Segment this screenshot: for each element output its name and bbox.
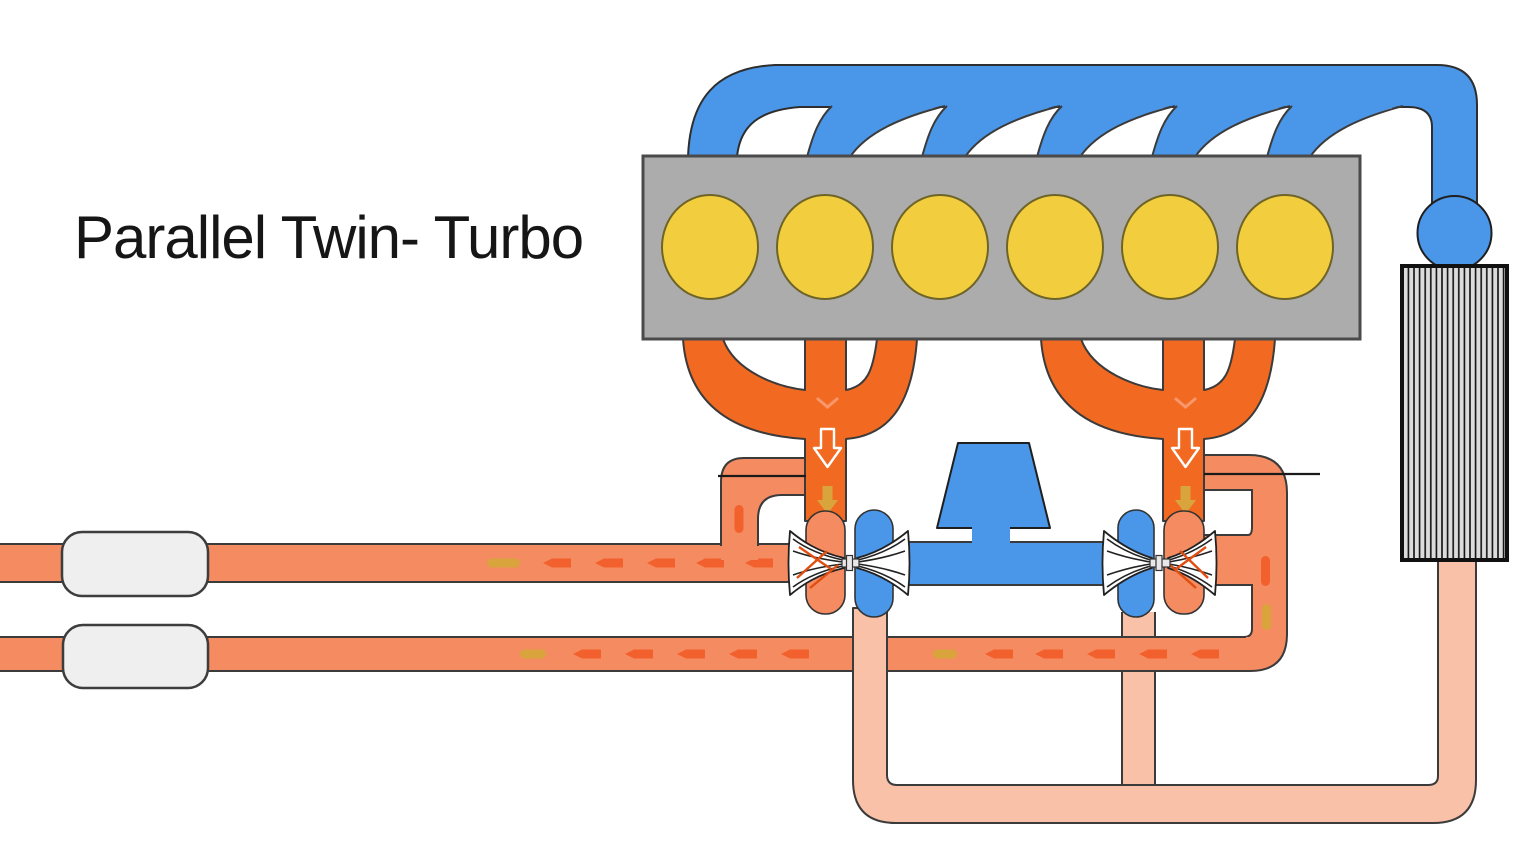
- left-turbo-shaft: [841, 554, 860, 572]
- intercooler-inlet-bulge: [1416, 195, 1493, 271]
- compressor-inlet-pipe: [887, 541, 1125, 586]
- air-filter: [936, 442, 1051, 548]
- lower-muffler: [61, 623, 210, 690]
- right-compressor-wheel: [1101, 530, 1153, 596]
- flow-dash: [1262, 604, 1271, 630]
- flow-dash: [1261, 556, 1270, 586]
- intake-runners: [806, 104, 1404, 158]
- cylinder-2: [776, 194, 874, 300]
- right-exhaust-manifold: [1040, 338, 1276, 522]
- engine-block: [641, 154, 1362, 341]
- right-turbo-shaft: [1149, 554, 1171, 572]
- upper-muffler: [60, 530, 210, 598]
- flow-arrows-left: [543, 558, 773, 568]
- left-compressor-wheel: [856, 530, 911, 596]
- right-exhaust-loop: [1200, 454, 1288, 672]
- left-wastegate-bypass: [720, 457, 808, 560]
- flow-dash: [734, 505, 744, 533]
- cylinder-3: [891, 194, 989, 300]
- right-turbine-wheel: [1167, 530, 1218, 596]
- diagram-title: Parallel Twin- Turbo: [74, 204, 584, 271]
- cylinder-6: [1236, 194, 1334, 300]
- flow-arrows-left: [573, 649, 1219, 659]
- cylinder-5: [1121, 194, 1219, 300]
- cylinder-4: [1006, 194, 1104, 300]
- intercooler: [1400, 264, 1509, 562]
- cylinder-1: [661, 194, 759, 300]
- intake-manifold: [687, 64, 1493, 271]
- left-turbine-wheel: [787, 530, 845, 596]
